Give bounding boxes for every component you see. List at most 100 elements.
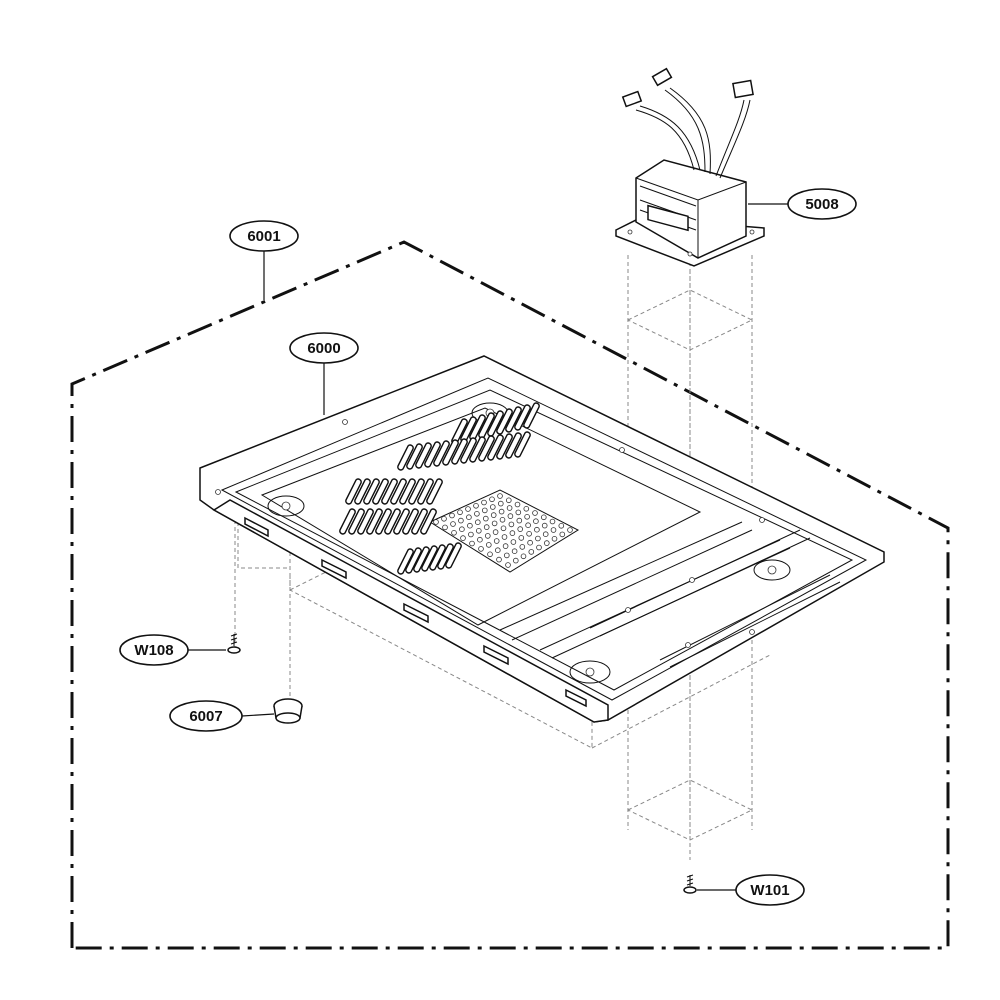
vent-hole xyxy=(559,531,566,538)
vent-hole xyxy=(532,510,538,516)
vent-slot xyxy=(405,547,422,574)
callout-6001: 6001 xyxy=(229,220,299,252)
vent-hole xyxy=(497,500,504,507)
vent-hole xyxy=(523,505,530,512)
vent-hole xyxy=(536,544,542,551)
vent-hole xyxy=(550,527,557,533)
vent-hole xyxy=(512,557,519,564)
vent-hole xyxy=(525,522,531,528)
vent-hole xyxy=(542,531,549,537)
vent-hole xyxy=(526,530,532,537)
vent-hole xyxy=(475,527,482,534)
vent-hole xyxy=(505,497,512,504)
vent-hole xyxy=(506,505,513,511)
vent-slot xyxy=(381,478,398,505)
vent-hole xyxy=(483,524,490,530)
vent-slot xyxy=(417,478,434,505)
transformer xyxy=(615,67,765,267)
vent-hole xyxy=(508,521,515,528)
callout-6000-label: 6000 xyxy=(307,340,340,357)
vent-slot xyxy=(397,444,414,471)
base-plate xyxy=(199,355,885,723)
vent-hole xyxy=(492,529,499,535)
callout-w101: W101 xyxy=(735,874,805,906)
rubber-foot xyxy=(273,698,303,724)
vent-slot xyxy=(348,508,365,535)
vent-hole xyxy=(477,536,483,543)
vent-hole xyxy=(442,524,448,531)
vent-slot xyxy=(505,432,522,459)
vent-hole xyxy=(509,530,516,536)
vent-slot xyxy=(384,508,401,535)
vent-hole xyxy=(549,518,556,525)
vent-slot xyxy=(415,442,432,469)
vent-slots xyxy=(339,402,540,575)
vent-hole xyxy=(516,517,523,524)
vent-slot xyxy=(390,478,407,505)
vent-slot xyxy=(433,440,450,467)
vent-hole xyxy=(449,512,455,519)
vent-slot xyxy=(469,436,486,463)
vent-hole xyxy=(517,526,523,532)
vent-slot xyxy=(357,508,374,535)
vent-hole xyxy=(510,539,517,545)
vent-hole xyxy=(518,535,525,541)
vent-slot xyxy=(469,414,486,441)
vent-hole xyxy=(505,562,511,568)
vent-hole xyxy=(459,526,465,532)
vent-slot xyxy=(345,478,362,505)
vent-slot xyxy=(442,439,459,466)
callout-6000: 6000 xyxy=(289,332,359,364)
vent-slot xyxy=(496,408,513,435)
vent-slot xyxy=(393,508,410,535)
vent-hole xyxy=(501,534,508,540)
vent-slot xyxy=(413,546,430,573)
vent-hole xyxy=(493,538,500,544)
vent-slot xyxy=(523,402,540,429)
vent-hole xyxy=(441,515,447,522)
vent-hole xyxy=(457,509,463,516)
vent-slot xyxy=(411,508,428,535)
vent-hole xyxy=(558,522,565,529)
vent-slot xyxy=(487,410,504,437)
vent-hole xyxy=(498,508,505,515)
vent-hole xyxy=(474,510,480,517)
vent-hole xyxy=(478,546,484,552)
leader-6007 xyxy=(241,713,275,717)
callout-w108-label: W108 xyxy=(134,642,173,659)
vent-hole xyxy=(527,539,533,546)
vent-hole xyxy=(514,501,521,508)
vent-slot xyxy=(399,478,416,505)
vent-hole xyxy=(500,525,507,532)
vent-hole xyxy=(489,496,495,503)
vent-hole xyxy=(567,527,573,533)
vent-hole xyxy=(511,548,518,554)
vent-hole xyxy=(458,517,464,524)
vent-slot xyxy=(429,544,446,571)
vent-hole xyxy=(515,509,522,516)
vent-slot xyxy=(363,478,380,505)
vent-slot xyxy=(437,543,454,570)
vent-slot xyxy=(372,478,389,505)
vent-hole xyxy=(482,515,489,522)
vent-hole xyxy=(503,552,510,559)
vent-hole xyxy=(524,513,530,520)
callout-6007: 6007 xyxy=(169,700,243,732)
screw-w108 xyxy=(227,633,241,654)
vent-hole xyxy=(433,519,439,525)
vent-hole xyxy=(467,522,473,529)
vent-hole xyxy=(507,513,514,519)
vent-slot xyxy=(424,441,441,468)
vent-slot xyxy=(514,404,531,431)
vent-hole xyxy=(489,504,496,510)
vent-hole xyxy=(473,502,479,509)
vent-hole xyxy=(540,514,547,521)
vent-slot xyxy=(366,508,383,535)
plate-projection-lines xyxy=(234,515,771,749)
vent-slot xyxy=(408,478,425,505)
vent-hole xyxy=(465,506,471,512)
vent-hole xyxy=(541,522,548,529)
vent-hole xyxy=(481,499,487,506)
vent-slot xyxy=(478,435,495,462)
callout-5008-label: 5008 xyxy=(805,196,838,213)
